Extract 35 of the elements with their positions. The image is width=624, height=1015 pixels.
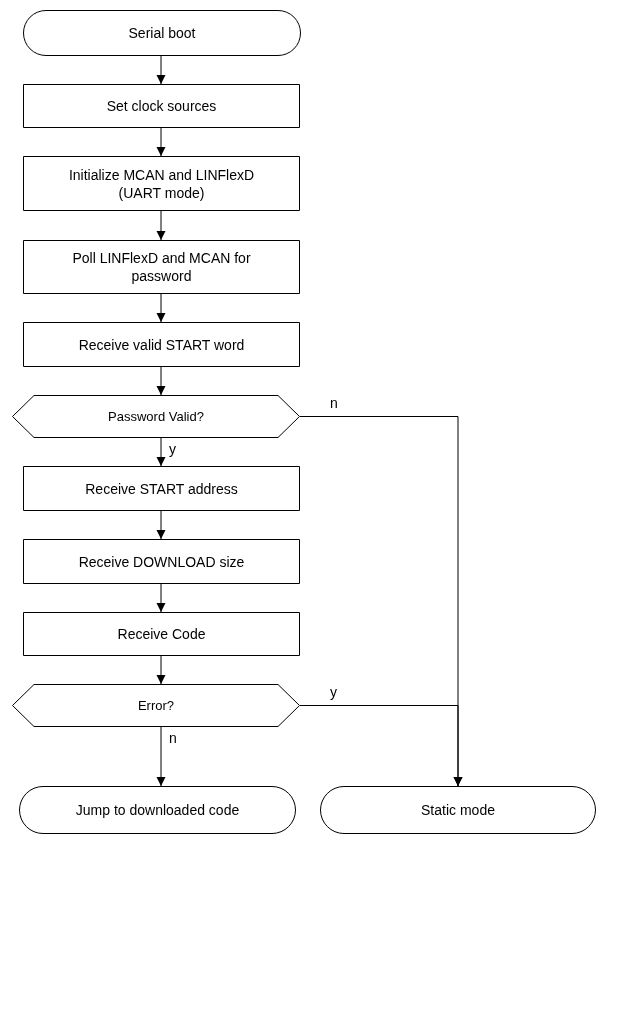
node-label: Jump to downloaded code <box>74 801 241 819</box>
process-box <box>23 84 300 128</box>
process-box <box>23 240 300 294</box>
arrow <box>156 510 166 540</box>
decision-hexagon <box>12 684 300 727</box>
node-label: Poll LINFlexD and MCAN for password <box>71 249 252 285</box>
terminator-shape <box>19 786 296 834</box>
node-label: Error? <box>136 696 176 715</box>
terminator-shape <box>23 10 301 56</box>
arrow <box>156 726 166 787</box>
arrow <box>156 127 166 157</box>
terminator-shape <box>320 786 596 834</box>
arrow <box>156 293 166 323</box>
node-label: Serial boot <box>127 24 197 42</box>
node-label: Initialize MCAN and LINFlexD (UART mode) <box>67 165 256 202</box>
node-label: Password Valid? <box>107 407 205 426</box>
process-box <box>23 322 300 367</box>
node-label: Receive DOWNLOAD size <box>77 552 246 571</box>
arrow <box>156 55 166 85</box>
decision-hexagon <box>12 395 300 438</box>
node-label: Receive Code <box>116 625 207 643</box>
arrow <box>299 705 463 787</box>
arrow <box>156 366 166 396</box>
node-label: Receive START address <box>84 479 239 498</box>
node-label: Receive valid START word <box>77 335 246 354</box>
arrow <box>156 437 166 467</box>
process-box <box>23 539 300 584</box>
node-label: Static mode <box>420 801 496 819</box>
process-box <box>23 466 300 511</box>
process-box <box>23 156 300 211</box>
node-label: Set clock sources <box>105 97 218 115</box>
arrow <box>156 655 166 685</box>
arrow <box>156 210 166 241</box>
arrow <box>156 583 166 613</box>
process-box <box>23 612 300 656</box>
